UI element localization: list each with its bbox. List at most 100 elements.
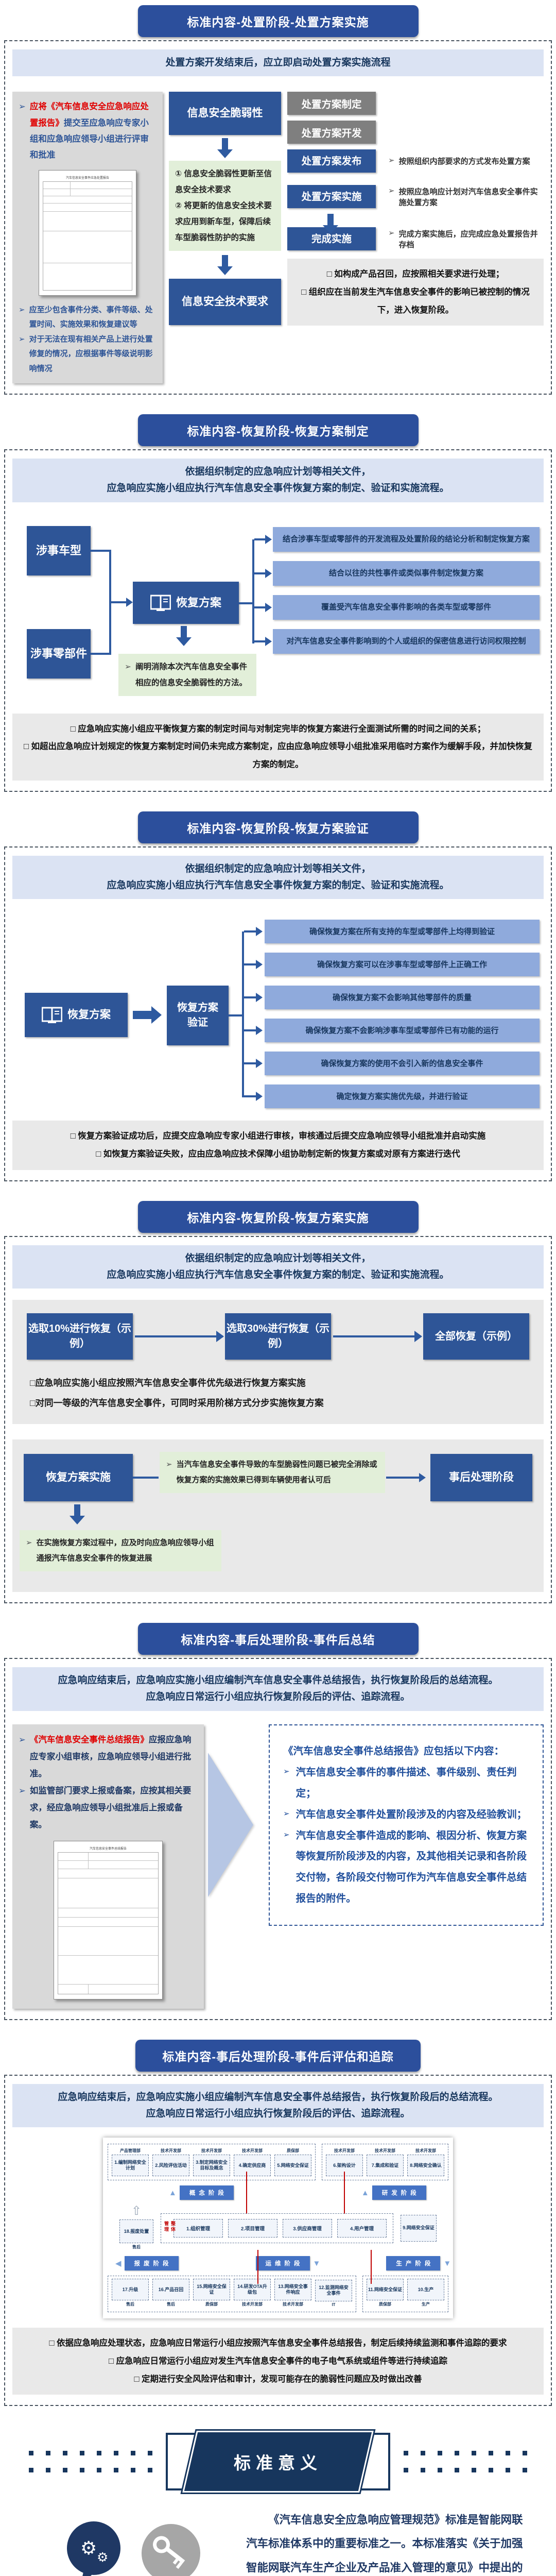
stage-label-om: 运维阶段	[255, 2256, 310, 2271]
section-title: 标准内容-恢复阶段-恢复方案制定	[137, 414, 419, 447]
document-thumbnail: 汽车信息安全事件应急处置报告	[39, 170, 136, 296]
section-disposal-implementation: 标准内容-处置阶段-处置方案实施 处置方案开发结束后，应立即启动处置方案实施流程…	[0, 5, 556, 395]
intro-bar: 依据组织制定的应急响应计划等相关文件， 应急响应实施小组应执行汽车信息安全事件恢…	[12, 855, 544, 900]
dots-left	[29, 2451, 152, 2473]
s1-bottom-notes: □ 如构成产品召回，应按照相关要求进行处理； □ 组织应在当前发生汽车信息安全事…	[287, 259, 544, 326]
s4-staged-panel: 选取10%进行恢复（示例） 选取30%进行恢复（示例） 全部恢复（示例） □应急…	[12, 1300, 544, 1425]
s4-stage-notes: □应急响应实施小组应按照汽车信息安全事件优先级进行恢复方案实施 □对同一等级的汽…	[30, 1378, 324, 1408]
discussion-illustration: ⚙ ⚙	[67, 2521, 200, 2576]
involved-part-box: 涉事零部件	[27, 629, 91, 679]
flow-step: 处置方案发布	[287, 149, 376, 173]
intro-bar: 依据组织制定的应急响应计划等相关文件， 应急响应实施小组应执行汽车信息安全事件恢…	[12, 1245, 544, 1289]
s3-bar: 确保恢复方案在所有支持的车型或零部件上均得到验证	[265, 920, 540, 944]
down-arrow-icon	[74, 1504, 80, 1516]
s2-bar: 覆盖受汽车信息安全事件影响的各类车型或零部件	[273, 595, 540, 620]
s2-bar: 结合以往的共性事件或类似事件制定恢复方案	[273, 561, 540, 586]
fc-assurance-right: 9.网络安全保证	[401, 2214, 437, 2242]
section-body: 依据组织制定的应急响应计划等相关文件， 应急响应实施小组应执行汽车信息安全事件恢…	[4, 1235, 552, 1604]
down-arrow-icon	[181, 625, 187, 637]
arrow-right-icon	[419, 1473, 426, 1483]
book-icon	[150, 595, 171, 611]
s3-notes: □ 恢复方案验证成功后，应提交应急响应专家小组进行审核，审核通过后提交应急响应领…	[12, 1121, 544, 1170]
section-title: 标准内容-恢复阶段-恢复方案验证	[137, 811, 419, 843]
section-title: 标准内容-事后处理阶段-事件后评估和追踪	[135, 2039, 421, 2072]
document-table	[58, 1852, 159, 1994]
fc-scrap-side: ⇧ 18.报废处置售后	[119, 2205, 153, 2251]
down-arrow-icon	[222, 255, 228, 267]
fc-bottom-row: 17.升级售后 16.产品召回售后 15.网络安全保证质保部 14.研发OTA升…	[108, 2276, 448, 2313]
flow-row: 处置方案实施 按照应急响应计划对汽车信息安全事件实施处置方案	[287, 185, 544, 209]
section-body: 应急响应结束后，应急响应实施小组应编制汽车信息安全事件总结报告，执行恢复阶段后的…	[4, 2074, 552, 2406]
s2-diagram: 涉事车型 涉事零部件 恢复方案 阐明消除本次汽车信息安全事件相应的信息安全脆弱性…	[12, 517, 544, 708]
s2-notes: □ 应急响应实施小组应平衡恢复方案的制定时间与对制定完毕的恢复方案进行全面测试所…	[12, 713, 544, 781]
involved-vehicle-box: 涉事车型	[27, 526, 91, 575]
intro-bar: 应急响应结束后，应急响应实施小组应编制汽车信息安全事件总结报告，执行恢复阶段后的…	[12, 2083, 544, 2128]
section-recovery-plan-verification: 标准内容-恢复阶段-恢复方案验证 依据组织制定的应急响应计划等相关文件， 应急响…	[0, 811, 556, 1181]
s3-diagram: 恢复方案 恢复方案验证 确保恢复方案在所有支持的车型或零部件上均得到验证	[12, 911, 544, 1115]
section-recovery-plan-formulation: 标准内容-恢复阶段-恢复方案制定 依据组织制定的应急响应计划等相关文件， 应急响…	[0, 414, 556, 792]
section-body: 应急响应结束后，应急响应实施小组应编制汽车信息安全事件总结报告，执行恢复阶段后的…	[4, 1658, 552, 2020]
flow-row: 处置方案发布 按照组织内部要求的方式发布处置方案	[287, 149, 544, 173]
tech-requirement-box: 信息安全技术要求	[169, 279, 281, 326]
section-body: 依据组织制定的应急响应计划等相关文件， 应急响应实施小组应执行汽车信息安全事件恢…	[4, 449, 552, 792]
report-content-item: 汽车信息安全事件造成的影响、根因分析、恢复方案等恢复所阶段涉及的内容，及其他相关…	[283, 1825, 529, 1910]
flow-row: 处置方案制定	[287, 92, 544, 115]
fc-prod-group: 11.网络安全保证质保部 10.生产生产	[362, 2276, 448, 2313]
s3-bar: 确定恢复方案实施优先级，并进行验证	[265, 1084, 540, 1109]
report-name: 应将《汽车信息安全应急响应处置报告》	[29, 102, 149, 128]
stage-label-concept: 概念阶段	[179, 2185, 234, 2200]
s3-bar: 确保恢复方案不会影响其他零部件的质量	[265, 986, 540, 1010]
stage-up-arrow-icon: ▲	[361, 2188, 369, 2197]
banner-title: 标准意义	[234, 2453, 322, 2473]
gear-icon: ⚙	[80, 2537, 97, 2558]
fc-middle-row: ⇧ 18.报废处置售后 整体管理 1.组织管理 2.项目管理 3.供应商管理 4…	[108, 2205, 448, 2251]
stage-box: 选取10%进行恢复（示例）	[27, 1313, 133, 1360]
arrow-line-icon	[333, 1335, 421, 1338]
stage-left-arrow-icon: ◀	[115, 2259, 121, 2268]
s3-bar: 确保恢复方案不会影响涉事车型或零部件已有功能的运行	[265, 1019, 540, 1043]
verification-box: 恢复方案验证	[167, 986, 229, 1046]
fc-overall-management-group: 整体管理 1.组织管理 2.项目管理 3.供应商管理 4.用户管理	[161, 2213, 393, 2243]
stage-up-arrow-icon: ▲	[169, 2188, 177, 2197]
s1-left-panel: 应将《汽车信息安全应急响应处置报告》提交至应急响应专家小组和应急响应领导小组进行…	[12, 92, 163, 384]
big-arrow-icon	[208, 1752, 253, 1897]
book-icon	[42, 1007, 62, 1024]
down-arrow-icon	[222, 138, 228, 150]
s1-left-note-1: 应至少包含事件分类、事件等级、处置时间、实施效果和恢复建议等	[19, 303, 157, 332]
report-content-item: 汽车信息安全事件的事件描述、事件级别、责任判定；	[283, 1762, 529, 1804]
report-contents-title: 《汽车信息安全事件总结报告》应包括以下内容：	[283, 1745, 505, 1757]
staged-recovery-flow: 选取10%进行恢复（示例） 选取30%进行恢复（示例） 全部恢复（示例）	[27, 1313, 529, 1360]
recovery-plan-box: 恢复方案	[25, 993, 128, 1038]
section-title: 标准内容-事后处理阶段-事件后总结	[137, 1623, 419, 1655]
s5-report-contents: 《汽车信息安全事件总结报告》应包括以下内容： 汽车信息安全事件的事件描述、事件级…	[269, 1724, 544, 1926]
flow-note: 按照应急响应计划对汽车信息安全事件实施处置方案	[388, 186, 544, 208]
recovery-plan-box: 恢复方案	[133, 581, 239, 624]
dots-right	[404, 2451, 527, 2473]
s4-green-note-2: 在实施恢复方案过程中，应及时向应急响应领导小组通报汽车信息安全事件的恢复进展	[20, 1530, 221, 1572]
s1-middle-column: 信息安全脆弱性 ① 信息安全脆弱性更新至信息安全技术要求 ② 将更新的信息安全技…	[169, 92, 281, 383]
vulnerability-box: 信息安全脆弱性	[169, 92, 281, 135]
document-thumbnail: 汽车信息安全事件总结报告	[54, 1840, 163, 1999]
flow-step: 处置方案实施	[287, 185, 376, 209]
s4-green-note-1: 当汽车信息安全事件导致的车型脆弱性问题已被完全消除或恢复方案的实施效果已得到车辆…	[160, 1452, 385, 1494]
flow-step: 处置方案开发	[287, 121, 376, 144]
significance-banner: 标准意义	[0, 2431, 556, 2493]
gear-icon: ⚙	[97, 2550, 108, 2565]
stage-label-prod: 生产阶段	[386, 2256, 441, 2271]
s4-impl-panel: 恢复方案实施 当汽车信息安全事件导致的车型脆弱性问题已被完全消除或恢复方案的实施…	[12, 1439, 544, 1592]
stage-label-scrap: 报废阶段	[124, 2256, 179, 2271]
stage-box: 全部恢复（示例）	[423, 1313, 529, 1360]
intro-bar: 应急响应结束后，应急响应实施小组应编制汽车信息安全事件总结报告，执行恢复阶段后的…	[12, 1667, 544, 1711]
s1-flow-column: 处置方案制定 处置方案开发 处置方案发布 按照组织内部要求的方式发布处置方案 处…	[287, 92, 544, 383]
section-title: 标准内容-恢复阶段-恢复方案实施	[137, 1200, 419, 1233]
arrow-line-icon	[135, 1335, 223, 1338]
implementation-box: 恢复方案实施	[24, 1454, 133, 1502]
section-post-event-summary: 标准内容-事后处理阶段-事件后总结 应急响应结束后，应急响应实施小组应编制汽车信…	[0, 1623, 556, 2020]
s5-left-panel: 《汽车信息安全事件总结报告》应报应急响应专家小组审核，应急响应领导小组进行批准。…	[12, 1724, 204, 2009]
s3-bar: 确保恢复方案的使用不会引入新的信息安全事件	[265, 1052, 540, 1076]
intro-bar: 处置方案开发结束后，应立即启动处置方案实施流程	[12, 49, 544, 77]
key-bubble	[142, 2524, 200, 2576]
